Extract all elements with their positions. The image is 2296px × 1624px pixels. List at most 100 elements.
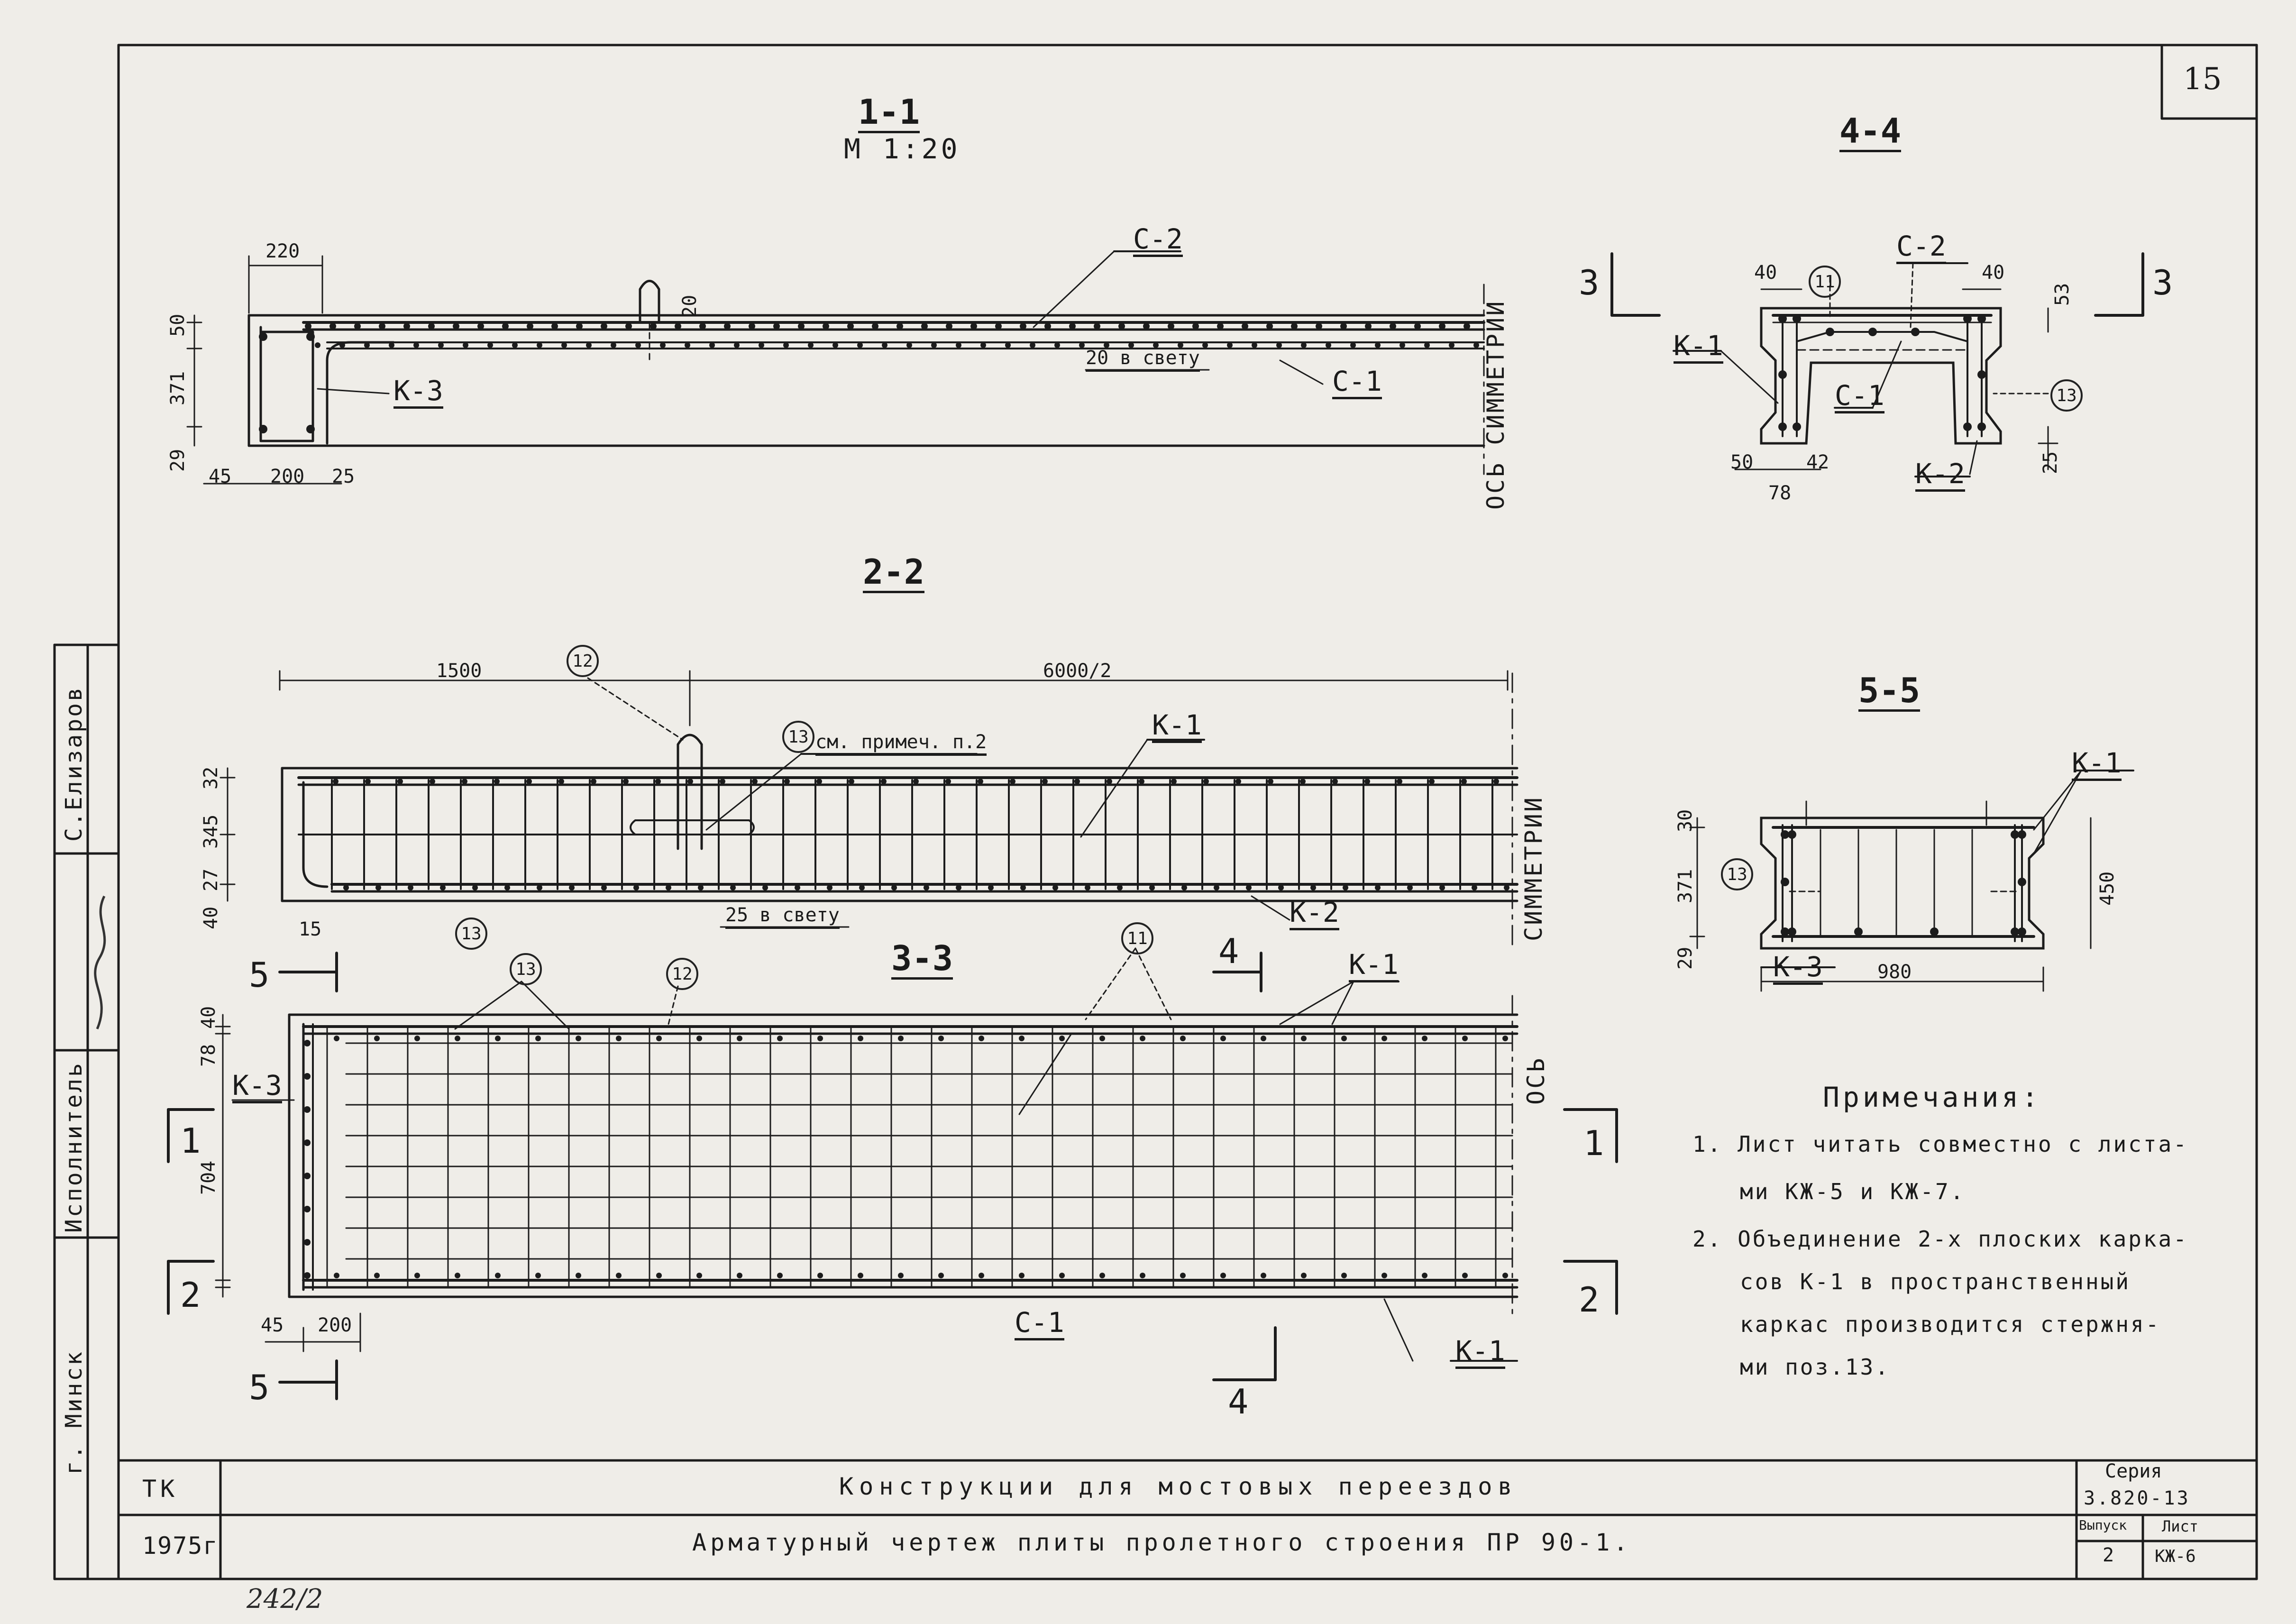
- label-see-note: см. примеч. п.2: [815, 733, 987, 756]
- rebar-dot: [1778, 314, 1787, 323]
- rebar-dot: [1493, 779, 1499, 784]
- rebar-dot: [1332, 779, 1338, 784]
- rebar-dot: [526, 779, 532, 784]
- dim-s3-200: 200: [318, 1314, 352, 1336]
- dim-s4-78: 78: [1768, 482, 1792, 504]
- rebar-dot: [759, 342, 764, 348]
- rebar-dot: [504, 885, 510, 890]
- rebar-dot: [1504, 885, 1509, 890]
- rebar-dot: [2018, 830, 2026, 839]
- rebar-dot: [970, 323, 977, 330]
- title-block-series-label: Серия: [2105, 1460, 2162, 1482]
- cut-2-right: 2: [1579, 1280, 1600, 1320]
- rebar-dot: [777, 1036, 783, 1041]
- dim-s1-29: 29: [167, 449, 189, 472]
- rebar-dot: [1316, 323, 1322, 330]
- rebar-dot: [633, 885, 639, 890]
- rebar-dot: [1180, 1273, 1186, 1278]
- rebar-dot: [1278, 885, 1284, 890]
- rebar-dot: [1202, 342, 1208, 348]
- rebar-dot: [1227, 342, 1233, 348]
- rebar-dot: [455, 1273, 460, 1278]
- rebar-dot: [1214, 885, 1219, 890]
- rebar-dot: [487, 342, 493, 348]
- label-axis-s3: ОСЬ: [1522, 1056, 1550, 1105]
- rebar-dot: [699, 323, 706, 330]
- label-k1-s5: К-1: [2072, 749, 2122, 781]
- rebar-dot: [827, 885, 832, 890]
- rebar-dot: [1963, 422, 1972, 431]
- pos-11-s3: 11: [1121, 922, 1153, 954]
- dim-s3-45: 45: [261, 1314, 284, 1336]
- rebar-dot: [1462, 1273, 1468, 1278]
- section-2-2-stirrups: [331, 779, 1493, 890]
- rebar-dot: [734, 342, 740, 348]
- rebar-dot: [1140, 1036, 1145, 1041]
- rebar-dot: [1019, 1036, 1025, 1041]
- rebar-dot: [561, 342, 567, 348]
- rebar-dot: [1788, 927, 1796, 936]
- rebar-dot: [472, 885, 478, 890]
- rebar-dot: [995, 323, 1002, 330]
- label-k3-s3: К-3: [232, 1072, 282, 1103]
- rebar-dot: [749, 323, 755, 330]
- note-2-line-4: ми поз.13.: [1740, 1354, 1890, 1380]
- rebar-dot: [945, 779, 951, 784]
- rebar-dot: [304, 1173, 311, 1179]
- rebar-dot: [1220, 1036, 1226, 1041]
- rebar-dot: [374, 1273, 380, 1278]
- title-block-sheet-value: КЖ-6: [2155, 1547, 2196, 1566]
- rebar-dot: [956, 342, 961, 348]
- rebar-dot: [334, 1273, 339, 1278]
- dim-s4-42: 42: [1806, 451, 1829, 473]
- cut-4-bottom: 4: [1228, 1382, 1249, 1422]
- title-block-series-value: 3.820-13: [2084, 1487, 2190, 1509]
- handwritten-page-number: 242/2: [247, 1584, 323, 1615]
- rebar-dot: [1005, 342, 1011, 348]
- rebar-dot: [823, 323, 829, 330]
- title-block-org: ТК: [142, 1475, 179, 1503]
- cut-1-left: 1: [180, 1121, 201, 1161]
- rebar-dot: [1930, 927, 1939, 936]
- cut-5-top: 5: [249, 955, 270, 995]
- rebar-dot: [397, 779, 403, 784]
- dim-s1-20: 20: [679, 294, 701, 318]
- rebar-dot: [1326, 342, 1331, 348]
- rebar-dot: [979, 1273, 984, 1278]
- label-k1-s3-top: К-1: [1349, 951, 1399, 982]
- rebar-dot: [921, 323, 928, 330]
- rebar-dot: [2011, 830, 2019, 839]
- rebar-dot: [1261, 1273, 1266, 1278]
- rebar-dot: [1128, 342, 1134, 348]
- rebar-dot: [408, 885, 413, 890]
- dim-s2-6000: 6000/2: [1043, 660, 1112, 682]
- rebar-dot: [304, 1206, 311, 1212]
- note-1-line-2: ми КЖ-5 и КЖ-7.: [1740, 1179, 1966, 1204]
- section-4-4-geometry: [1673, 262, 2058, 477]
- section-5-5-bar-dots: [1781, 830, 2026, 936]
- stamp-name: С.Елизаров: [61, 686, 87, 842]
- rebar-dot: [1502, 1273, 1508, 1278]
- rebar-dot: [1019, 1273, 1025, 1278]
- dim-s3-78: 78: [198, 1044, 220, 1067]
- rebar-dot: [687, 779, 693, 784]
- rebar-dot: [924, 885, 929, 890]
- rebar-dot: [1793, 422, 1801, 431]
- rebar-dot: [720, 779, 725, 784]
- rebar-dot: [1341, 1036, 1347, 1041]
- rebar-dot: [1424, 342, 1430, 348]
- rebar-dot: [1977, 370, 1986, 379]
- rebar-dot: [535, 1273, 541, 1278]
- rebar-dot: [858, 1036, 863, 1041]
- rebar-dot: [354, 323, 361, 330]
- section-2-2-geometry: [220, 670, 1518, 949]
- rebar-dot: [898, 1036, 904, 1041]
- rebar-dot: [1079, 342, 1085, 348]
- rebar-dot: [537, 885, 542, 890]
- rebar-dot: [625, 323, 632, 330]
- rebar-dot: [2018, 878, 2026, 886]
- rebar-dot: [1266, 323, 1273, 330]
- rebar-dot: [724, 323, 731, 330]
- rebar-dot: [586, 342, 592, 348]
